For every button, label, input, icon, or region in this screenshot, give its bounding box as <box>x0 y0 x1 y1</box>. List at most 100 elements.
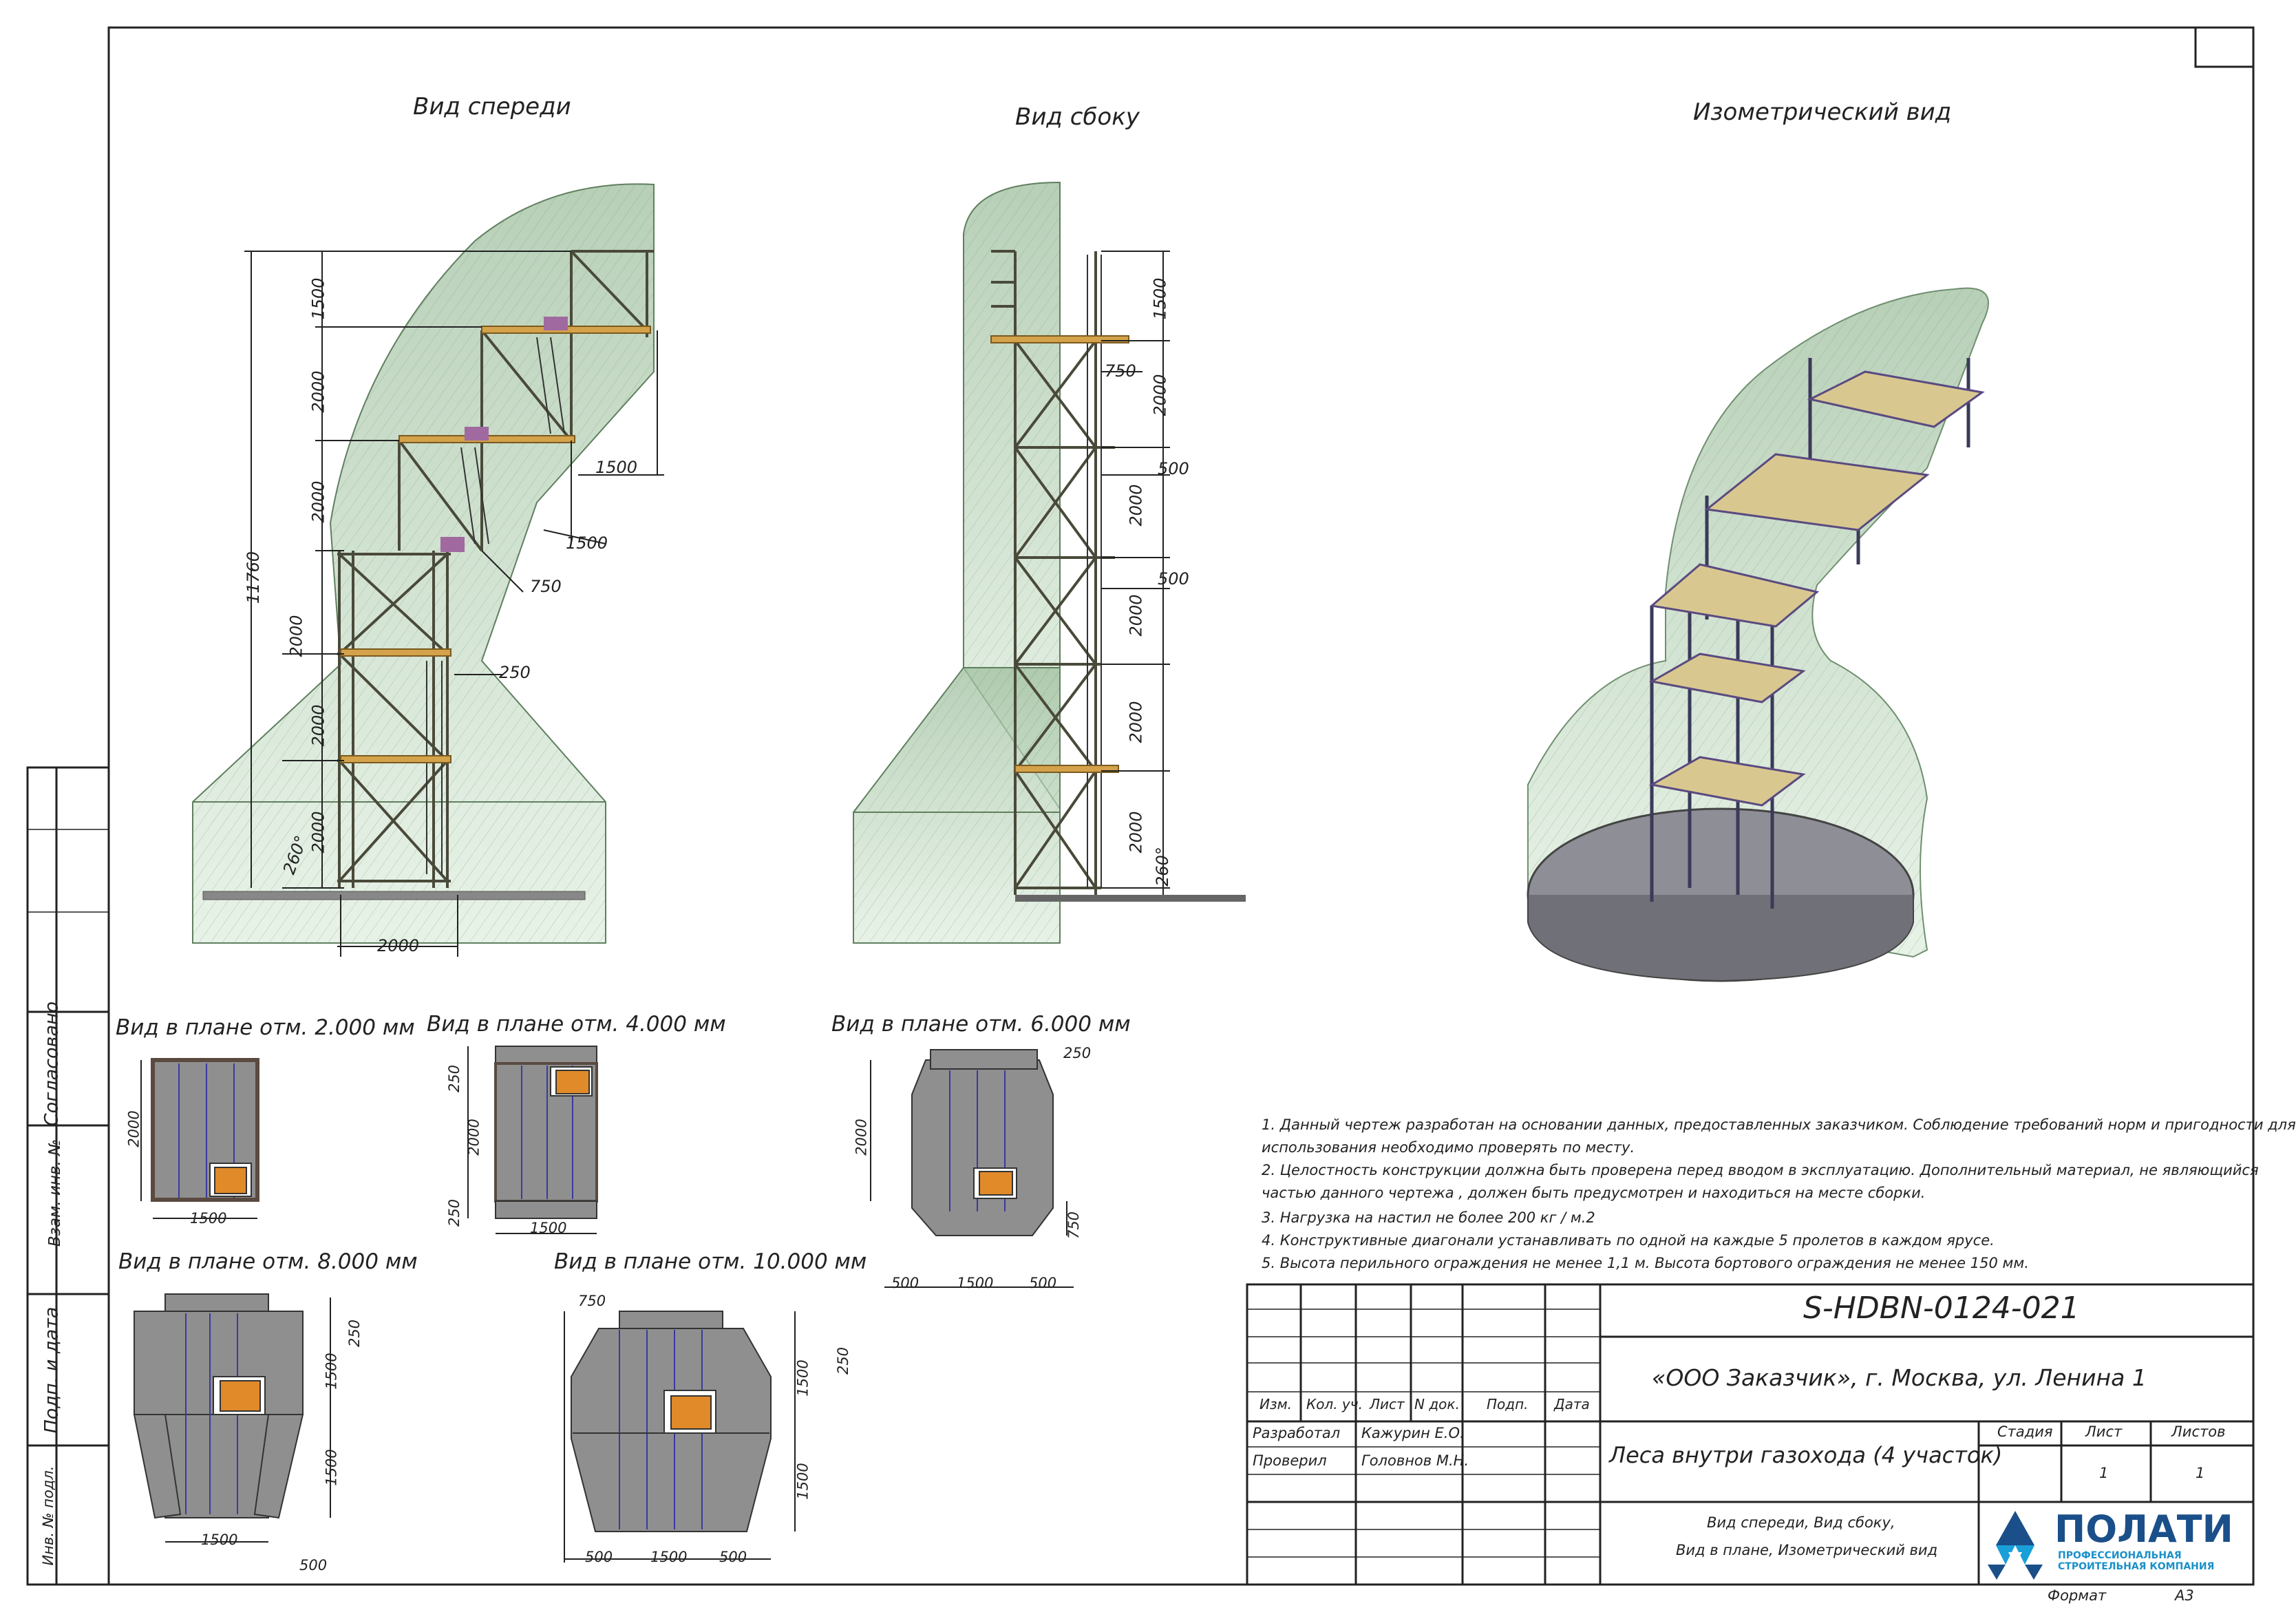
drawing-name: Леса внутри газохода (4 участок) <box>1609 1442 2003 1468</box>
plan-8000-r1: 250 <box>346 1319 363 1348</box>
side-view-title: Вид сбоку <box>1015 103 1140 131</box>
front-dim-2000b: 2000 <box>308 480 328 523</box>
front-view-title: Вид спереди <box>413 93 571 120</box>
col-kol: Кол. уч. <box>1306 1396 1363 1412</box>
plan-4000-mid: 2000 <box>465 1119 482 1156</box>
plan-6000-top: 250 <box>1063 1045 1092 1061</box>
stamp-agreed: Согласовано <box>41 1001 63 1127</box>
plan-2000-h: 2000 <box>125 1110 142 1147</box>
sheets-label: Листов <box>2171 1423 2226 1440</box>
plan-8000-b: 500 <box>299 1557 328 1574</box>
developed-label: Разработал <box>1253 1425 1341 1441</box>
left-stamp <box>26 766 110 1586</box>
stage-label: Стадия <box>1997 1423 2053 1440</box>
front-dim-750: 750 <box>530 577 562 596</box>
format-value: А3 <box>2175 1587 2194 1604</box>
plan-4000-w: 1500 <box>530 1220 567 1236</box>
front-dim-2000c: 2000 <box>286 615 306 657</box>
doc-code: S-HDBN-0124-021 <box>1803 1291 2080 1326</box>
plan-views <box>133 1046 1054 1532</box>
plan-10000-title: Вид в плане отм. 10.000 мм <box>554 1249 867 1274</box>
logo-sub-2: СТРОИТЕЛЬНАЯ КОМПАНИЯ <box>2058 1561 2215 1572</box>
col-data: Дата <box>1554 1396 1590 1412</box>
plan-10000-w3: 500 <box>719 1549 747 1565</box>
plan-dimensions <box>140 1046 1074 1563</box>
side-dim-1500: 1500 <box>1150 277 1170 320</box>
client-name: «ООО Заказчик», г. Москва, ул. Ленина 1 <box>1652 1364 2147 1391</box>
plan-6000-w2: 1500 <box>957 1275 994 1291</box>
plan-8000-title: Вид в плане отм. 8.000 мм <box>118 1249 418 1274</box>
plan-6000-h: 2000 <box>853 1119 870 1156</box>
plan-10000-tl: 750 <box>578 1293 606 1309</box>
front-dim-250: 250 <box>499 663 531 682</box>
plan-6000-right: 750 <box>1065 1211 1083 1240</box>
format-label: Формат <box>2048 1587 2107 1604</box>
front-view-drawing <box>192 183 664 957</box>
sheet-number-box <box>2194 26 2255 68</box>
plan-2000-w: 1500 <box>190 1210 227 1227</box>
iso-view-title: Изометрический вид <box>1693 98 1952 126</box>
plan-6000-title: Вид в плане отм. 6.000 мм <box>831 1012 1131 1037</box>
side-dim-500b: 500 <box>1158 569 1189 589</box>
stamp-sign-date: Подп. и дата <box>41 1306 63 1434</box>
front-dim-total: 11760 <box>244 551 264 604</box>
side-dim-angle: 260° <box>1152 847 1172 887</box>
side-dim-750: 750 <box>1105 361 1136 381</box>
plan-8000-r3: 1500 <box>323 1449 340 1486</box>
side-dim-2000a: 2000 <box>1150 374 1170 416</box>
isometric-view-drawing <box>1527 287 1989 982</box>
plan-10000-w1: 500 <box>585 1549 613 1565</box>
note-line-7: 5. Высота перильного ограждения не менее… <box>1262 1255 2029 1271</box>
sheet-value: 1 <box>2099 1465 2109 1481</box>
col-podp: Подп. <box>1487 1396 1529 1412</box>
developer-name: Кажурин Е.О. <box>1361 1425 1465 1441</box>
front-dim-2000a: 2000 <box>308 370 328 413</box>
plan-4000-bot: 250 <box>446 1198 463 1227</box>
sheet-label: Лист <box>2085 1423 2123 1440</box>
plan-10000-r0: 250 <box>835 1346 852 1375</box>
front-dim-2000d: 2000 <box>308 704 328 747</box>
stamp-inv-podl: Инв. № подл. <box>40 1465 56 1566</box>
note-line-4: частью данного чертежа , должен быть пре… <box>1262 1185 1926 1201</box>
side-dim-2000c: 2000 <box>1126 594 1146 637</box>
desc-line-2: Вид в плане, Изометрический вид <box>1676 1542 1938 1558</box>
side-dim-2000e: 2000 <box>1126 811 1146 854</box>
note-line-1: 1. Данный чертеж разработан на основании… <box>1262 1116 2296 1133</box>
col-izm: Изм. <box>1259 1396 1293 1412</box>
plan-10000-w2: 1500 <box>650 1549 688 1565</box>
front-dim-1500a: 1500 <box>308 277 328 320</box>
front-dim-1500c: 1500 <box>566 533 608 553</box>
plan-2000-title: Вид в плане отм. 2.000 мм <box>116 1015 415 1040</box>
plan-6000-w1: 500 <box>891 1275 920 1291</box>
sheets-value: 1 <box>2196 1465 2205 1481</box>
logo-sub-1: ПРОФЕССИОНАЛЬНАЯ <box>2058 1550 2182 1561</box>
plan-4000-top: 250 <box>446 1064 463 1093</box>
desc-line-1: Вид спереди, Вид сбоку, <box>1707 1514 1895 1531</box>
logo-name: ПОЛАТИ <box>2054 1507 2233 1551</box>
plan-6000-w3: 500 <box>1029 1275 1057 1291</box>
checked-label: Проверил <box>1253 1452 1327 1469</box>
col-ndok: N док. <box>1414 1396 1460 1412</box>
title-block-grid <box>1246 1283 2255 1586</box>
front-dim-base: 2000 <box>377 936 420 955</box>
plan-10000-r1: 1500 <box>794 1359 811 1397</box>
note-line-6: 4. Конструктивные диагонали устанавливат… <box>1262 1232 1995 1249</box>
front-dim-1500b: 1500 <box>595 458 638 477</box>
plan-8000-r2: 1500 <box>323 1353 340 1390</box>
note-line-2: использования необходимо проверять по ме… <box>1262 1139 1635 1156</box>
front-dim-2000e: 2000 <box>308 811 328 854</box>
stamp-inv-vz: Взам. инв. № <box>46 1138 64 1247</box>
plan-10000-r2: 1500 <box>794 1463 811 1500</box>
checker-name: Головнов М.Н. <box>1361 1452 1469 1469</box>
polati-logo-mark <box>1988 1511 2043 1580</box>
side-dim-2000b: 2000 <box>1126 484 1146 527</box>
side-dim-2000d: 2000 <box>1126 701 1146 743</box>
note-line-3: 2. Целостность конструкции должна быть п… <box>1262 1162 2259 1178</box>
plan-8000-w: 1500 <box>201 1532 238 1548</box>
plan-4000-title: Вид в плане отм. 4.000 мм <box>427 1012 726 1037</box>
side-view-drawing <box>853 181 1246 944</box>
note-line-5: 3. Нагрузка на настил не более 200 кг / … <box>1262 1209 1595 1226</box>
col-list: Лист <box>1370 1396 1405 1412</box>
side-dim-500a: 500 <box>1158 459 1189 478</box>
